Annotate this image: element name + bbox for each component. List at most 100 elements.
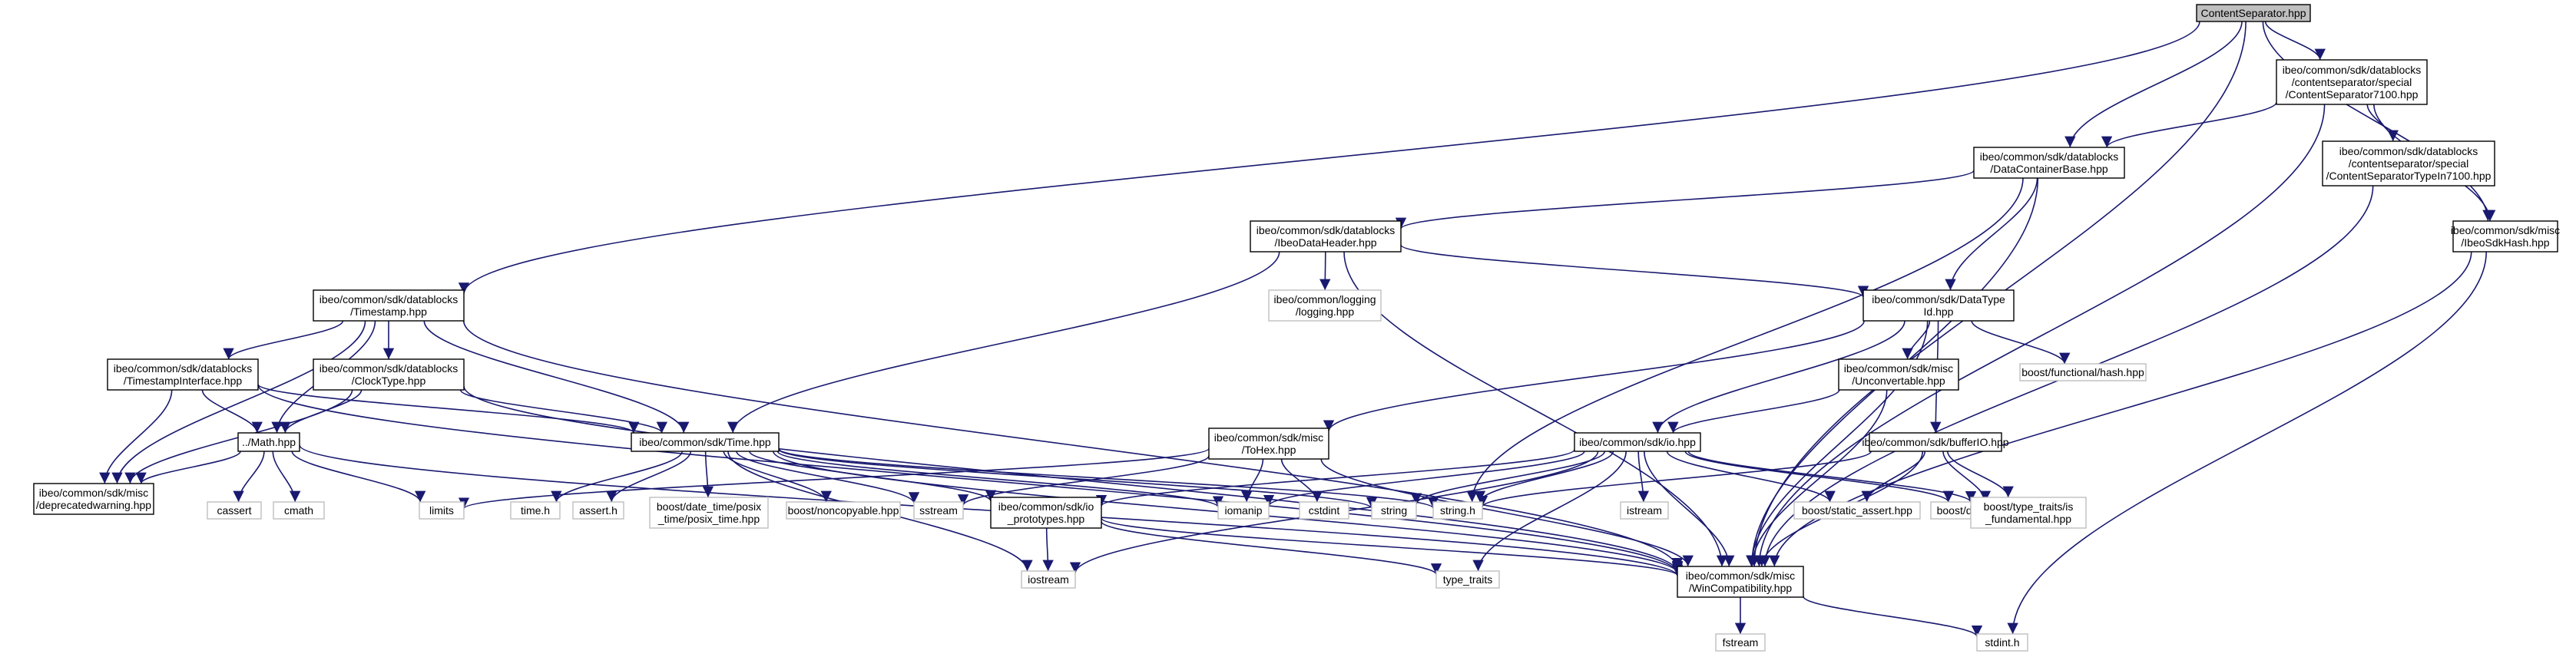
node-dcb[interactable]: ibeo/common/sdk/datablocks/DataContainer… — [1973, 147, 2125, 179]
edge-bufio-to-stringh — [1477, 451, 1872, 508]
node-root[interactable]: ContentSeparator.hpp — [2196, 4, 2311, 22]
node-tohex[interactable]: ibeo/common/sdk/misc/ToHex.hpp — [1208, 428, 1329, 460]
node-clock-box — [313, 358, 465, 391]
node-cmath[interactable]: cmath — [273, 501, 325, 520]
node-stdint-box — [1976, 633, 2028, 652]
edge-math-to-depr — [135, 451, 241, 484]
edge-dtid-to-io — [1652, 320, 1906, 434]
node-io[interactable]: ibeo/common/sdk/io.hpp — [1574, 432, 1701, 452]
node-typetraits[interactable]: type_traits — [1435, 570, 1500, 589]
node-iop[interactable]: ibeo/common/sdk/io_prototypes.hpp — [990, 497, 1102, 529]
edge-iop-to-iostream — [1042, 527, 1054, 572]
node-cs7100-label-line-0: ibeo/common/sdk/datablocks — [2283, 64, 2422, 76]
node-timeh[interactable]: time.h — [510, 501, 561, 520]
node-asserth[interactable]: assert.h — [572, 501, 624, 520]
node-iop-box — [990, 497, 1102, 529]
node-istream[interactable]: istream — [1620, 501, 1669, 520]
edge-dtid-to-unconv — [1902, 320, 1931, 360]
node-iomanip-box — [1217, 501, 1270, 520]
edge-tohex-to-iomanip — [1240, 458, 1264, 503]
edge-dtid-to-funchash — [1971, 320, 2071, 365]
node-stringh[interactable]: string.h — [1432, 501, 1483, 520]
node-funchash[interactable]: boost/functional/hash.hpp — [2019, 363, 2147, 381]
edge-io-to-iomanip — [1263, 451, 1585, 507]
node-idh-label-line-0: ibeo/common/sdk/datablocks — [1257, 224, 1396, 236]
node-fstream-box — [1715, 633, 1766, 652]
edge-tsi-to-math — [201, 389, 263, 434]
node-sassert[interactable]: boost/static_assert.hpp — [1793, 501, 1921, 520]
edge-tsi-to-time — [257, 383, 640, 434]
node-iop-label-line-1: _prototypes.hpp — [1007, 513, 1085, 525]
edge-timestamp-to-depr — [111, 320, 366, 484]
edge-tsi-to-wincompat — [257, 384, 1683, 574]
node-timeh-label-line-0: time.h — [521, 504, 550, 517]
node-cs7100-label-line-2: /ContentSeparator7100.hpp — [2286, 88, 2419, 101]
node-timeh-box — [510, 501, 561, 520]
node-io-box — [1574, 432, 1701, 452]
node-tsi[interactable]: ibeo/common/sdk/datablocks/TimestampInte… — [107, 358, 259, 391]
node-wincompat[interactable]: ibeo/common/sdk/misc/WinCompatibility.hp… — [1677, 566, 1804, 598]
node-istream-box — [1620, 501, 1669, 520]
node-csti7100[interactable]: ibeo/common/sdk/datablocks/contentsepara… — [2322, 140, 2495, 187]
node-istream-label-line-0: istream — [1627, 504, 1662, 517]
node-depr[interactable]: ibeo/common/sdk/misc/deprecatedwarning.h… — [33, 483, 154, 515]
node-dtid-box — [1862, 289, 2015, 322]
edge-io-to-endian — [1684, 451, 1954, 503]
node-time[interactable]: ibeo/common/sdk/Time.hpp — [631, 432, 780, 452]
node-posix-box — [649, 497, 769, 529]
node-funchash-label-line-0: boost/functional/hash.hpp — [2021, 366, 2144, 378]
node-limits-box — [419, 501, 465, 520]
edge-cs7100-to-dcb — [2101, 101, 2277, 148]
edge-io-to-string — [1410, 451, 1606, 505]
edge-root-to-cs7100 — [2264, 21, 2326, 61]
node-fstream[interactable]: fstream — [1715, 633, 1766, 652]
node-unconv-label-line-1: /Unconvertable.hpp — [1852, 375, 1945, 387]
node-tsi-label-line-0: ibeo/common/sdk/datablocks — [114, 362, 253, 375]
node-cs7100[interactable]: ibeo/common/sdk/datablocks/contentsepara… — [2276, 59, 2428, 105]
node-iostream[interactable]: iostream — [1021, 570, 1076, 589]
node-dtid-label-line-1: Id.hpp — [1924, 305, 1954, 318]
node-idh-box — [1250, 220, 1402, 253]
node-cstdint[interactable]: cstdint — [1299, 501, 1349, 520]
node-noncopy[interactable]: boost/noncopyable.hpp — [786, 501, 901, 520]
node-idh[interactable]: ibeo/common/sdk/datablocks/IbeoDataHeade… — [1250, 220, 1402, 253]
node-noncopy-label-line-0: boost/noncopyable.hpp — [788, 504, 899, 517]
edge-unconv-to-io — [1667, 389, 1840, 434]
node-timestamp-box — [313, 289, 465, 322]
node-isfund[interactable]: boost/type_traits/is_fundamental.hpp — [1970, 497, 2087, 529]
node-cassert-box — [207, 501, 262, 520]
node-clock-label-line-1: /ClockType.hpp — [352, 375, 426, 387]
node-limits[interactable]: limits — [419, 501, 465, 520]
node-sstream[interactable]: sstream — [913, 501, 964, 520]
edge-io-to-isfund — [1687, 451, 1976, 503]
edge-bufio-to-isfund — [1946, 451, 2014, 498]
node-iomanip[interactable]: iomanip — [1217, 501, 1270, 520]
node-depr-box — [33, 483, 154, 515]
node-posix[interactable]: boost/date_time/posix_time/posix_time.hp… — [649, 497, 769, 529]
node-tsi-box — [107, 358, 259, 391]
edge-dcb-to-idh — [1396, 170, 1975, 229]
node-cassert[interactable]: cassert — [207, 501, 262, 520]
edge-io-to-typetraits — [1472, 451, 1627, 572]
node-stdint[interactable]: stdint.h — [1976, 633, 2028, 652]
node-csti7100-box — [2322, 140, 2495, 187]
node-root-label-line-0: ContentSeparator.hpp — [2201, 7, 2306, 19]
edge-math-to-cmath — [272, 451, 301, 503]
node-string[interactable]: string — [1371, 501, 1417, 520]
edge-time-to-posix — [702, 451, 714, 498]
node-noncopy-box — [786, 501, 901, 520]
node-timestamp-label-line-0: ibeo/common/sdk/datablocks — [320, 293, 459, 305]
node-unconv-label-line-0: ibeo/common/sdk/misc — [1844, 362, 1953, 375]
edge-time-to-timeh — [551, 451, 684, 503]
node-layer: ContentSeparator.hpp ibeo/common/sdk/data… — [33, 4, 2560, 652]
node-timestamp[interactable]: ibeo/common/sdk/datablocks/Timestamp.hpp — [313, 289, 465, 322]
node-math[interactable]: ../Math.hpp — [237, 432, 300, 452]
node-logging[interactable]: ibeo/common/logging/logging.hpp — [1268, 289, 1382, 322]
node-sdkhash[interactable]: ibeo/common/sdk/misc/IbeoSdkHash.hpp — [2451, 220, 2560, 253]
node-clock[interactable]: ibeo/common/sdk/datablocks/ClockType.hpp — [313, 358, 465, 391]
node-funchash-box — [2019, 363, 2147, 381]
node-bufio[interactable]: ibeo/common/sdk/bufferIO.hpp — [1862, 432, 2009, 452]
node-unconv[interactable]: ibeo/common/sdk/misc/Unconvertable.hpp — [1838, 358, 1959, 391]
edge-io-to-iop — [1096, 449, 1575, 507]
